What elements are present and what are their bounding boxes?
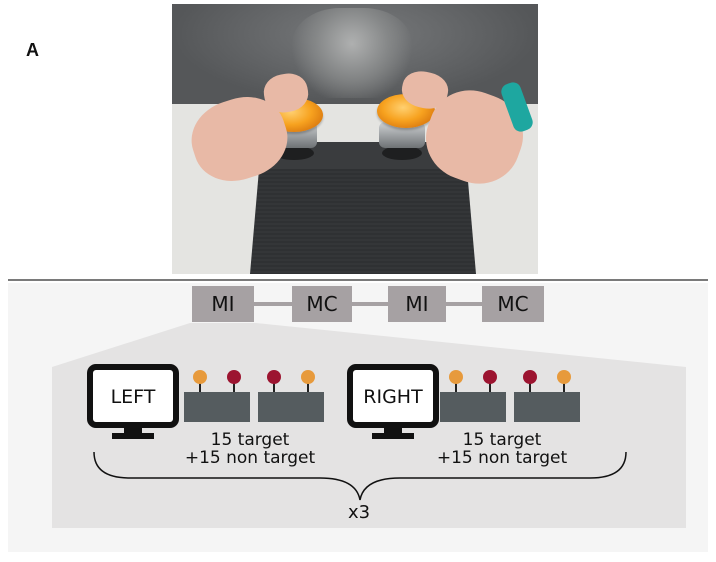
button-device-icon xyxy=(514,370,580,422)
monitor-icon xyxy=(87,364,179,439)
photo-box xyxy=(250,169,476,274)
repetition-label: x3 xyxy=(347,502,371,523)
photo-shirt-print xyxy=(292,8,412,98)
button-devices-right-block xyxy=(440,370,580,422)
photo-button-box xyxy=(172,4,538,274)
sequence-box-mi-2: MI xyxy=(388,286,446,322)
panel-label-a: A xyxy=(26,40,39,60)
trial-target-right: 15 target xyxy=(462,430,542,450)
trial-count-right: 15 target +15 non target xyxy=(412,431,592,467)
trial-nontarget-left: +15 non target xyxy=(184,448,316,468)
monitor-label-left: LEFT xyxy=(110,386,156,408)
monitor-label-right: RIGHT xyxy=(363,386,423,408)
trial-target-left: 15 target xyxy=(210,430,290,450)
button-device-icon xyxy=(184,370,250,422)
sequence-box-mc-1: MC xyxy=(292,286,352,322)
sequence-connector-3 xyxy=(446,302,482,306)
panel-label-b: B xyxy=(26,297,39,317)
panel-divider xyxy=(8,279,708,281)
sequence-box-mc-2: MC xyxy=(482,286,544,322)
monitor-icon xyxy=(347,364,439,439)
trial-nontarget-right: +15 non target xyxy=(436,448,568,468)
sequence-box-mi-1: MI xyxy=(192,286,254,322)
button-device-icon xyxy=(258,370,324,422)
sequence-connector-2 xyxy=(352,302,388,306)
button-devices-left-block xyxy=(184,370,324,422)
button-device-icon xyxy=(440,370,506,422)
sequence-connector-1 xyxy=(254,302,292,306)
photo-right-button-ring xyxy=(382,146,422,160)
trial-count-left: 15 target +15 non target xyxy=(160,431,340,467)
